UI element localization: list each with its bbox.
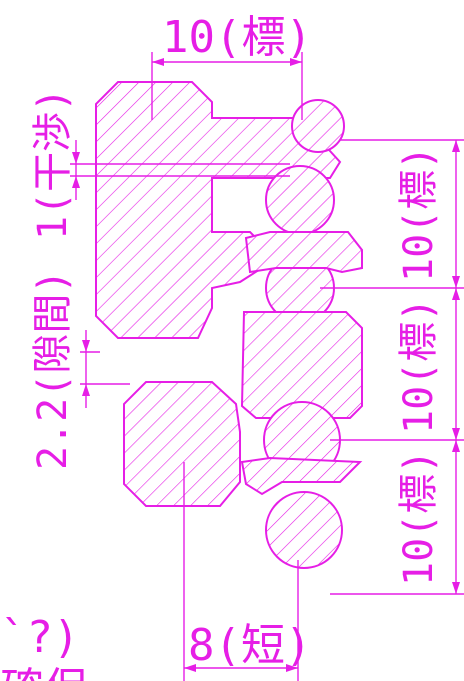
middle-link-part: [240, 311, 363, 496]
dimension-pitches: [320, 139, 464, 595]
label-partial-clipped: 確保: [0, 664, 88, 681]
label-top-width: 10(標): [162, 12, 312, 63]
label-gap: 2.2(隙間): [30, 270, 76, 470]
dimension-bottom-width: [183, 462, 299, 681]
label-pitch-1: 10(標): [396, 146, 442, 282]
label-pitch-2: 10(標): [396, 298, 442, 434]
lower-link-part: [123, 381, 343, 569]
label-pitch-3: 10(標): [396, 450, 442, 586]
dimension-top-width: [151, 52, 303, 120]
label-bottom-width: 8(短): [188, 620, 311, 671]
label-partial-paren: `?): [0, 612, 79, 663]
dimension-interference: [70, 140, 290, 200]
label-interference: 1(干渉): [30, 88, 76, 240]
upper-link-part: [95, 81, 363, 339]
dimension-gap: [80, 330, 130, 408]
